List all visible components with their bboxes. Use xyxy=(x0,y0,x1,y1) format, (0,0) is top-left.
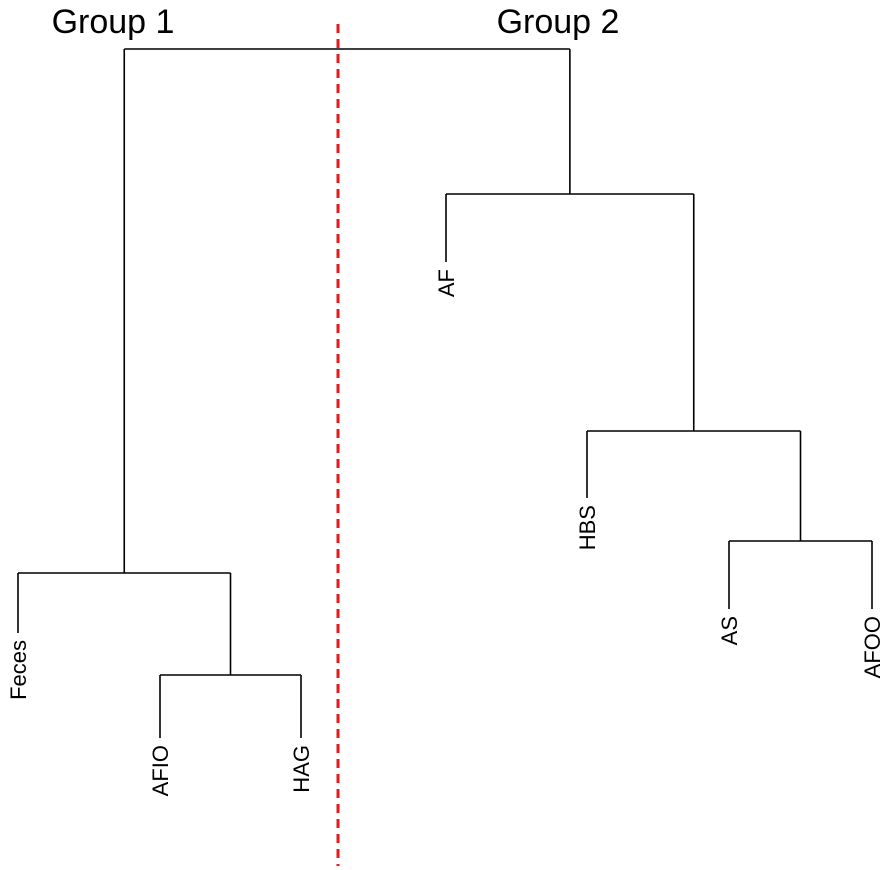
group-2-label: Group 2 xyxy=(497,3,620,41)
leaf-label-hbs: HBS xyxy=(575,505,600,550)
leaf-label-afio: AFIO xyxy=(148,745,173,796)
dendrogram-branches xyxy=(17,48,873,738)
group-1-label: Group 1 xyxy=(52,3,175,41)
leaf-label-hag: HAG xyxy=(289,745,314,793)
leaf-label-feces: Feces xyxy=(6,640,31,700)
leaf-label-af: AF xyxy=(434,269,459,297)
leaf-label-afoo: AFOO xyxy=(860,616,885,678)
leaf-label-as: AS xyxy=(717,616,742,645)
